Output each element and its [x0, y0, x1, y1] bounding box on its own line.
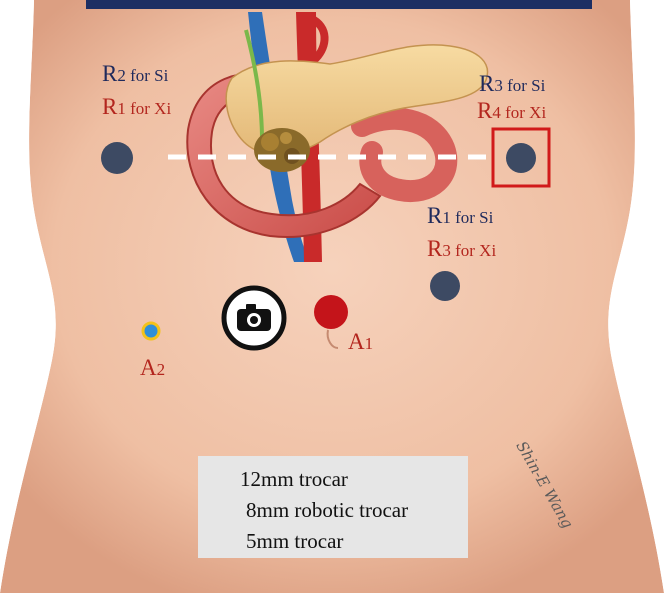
label-prefix: A [348, 329, 365, 354]
label-r3-si: R3 for Si [479, 72, 545, 95]
legend-label: 5mm trocar [246, 529, 343, 554]
label-a1: A1 [348, 330, 373, 353]
trocar-r3-si-r4-xi [506, 143, 536, 173]
label-a2: A2 [140, 356, 165, 379]
label-prefix: A [140, 355, 157, 380]
label-num: 1 [117, 99, 126, 118]
label-suffix: for Si [451, 208, 494, 227]
label-prefix: R [427, 236, 442, 261]
label-num: 1 [442, 208, 451, 227]
label-r3-xi: R3 for Xi [427, 237, 496, 260]
trocar-a2 [143, 323, 159, 339]
label-suffix: for Si [126, 66, 169, 85]
legend-label: 12mm trocar [240, 467, 348, 492]
header-bar [86, 0, 592, 9]
trocar-r2-si-r1-xi [101, 142, 133, 174]
legend-label: 8mm robotic trocar [246, 498, 408, 523]
label-prefix: R [102, 94, 117, 119]
label-r1-xi: R1 for Xi [102, 95, 171, 118]
label-prefix: R [479, 71, 494, 96]
label-num: 2 [117, 66, 126, 85]
legend-item-5mm: 5mm trocar [198, 526, 468, 554]
label-prefix: R [427, 203, 442, 228]
label-suffix: for Xi [451, 241, 496, 260]
label-suffix: for Xi [501, 103, 546, 122]
label-r2-si: R2 for Si [102, 62, 168, 85]
label-num: 1 [365, 334, 374, 353]
legend-item-8mm: 8mm robotic trocar [198, 495, 468, 523]
label-r4-xi: R4 for Xi [477, 99, 546, 122]
trocar-r1-si-r3-xi [430, 271, 460, 301]
legend-item-12mm: 12mm trocar [198, 464, 468, 492]
label-r1-si: R1 for Si [427, 204, 493, 227]
label-suffix: for Xi [126, 99, 171, 118]
camera-port [224, 288, 284, 348]
tumor [254, 128, 310, 172]
label-prefix: R [102, 61, 117, 86]
label-num: 3 [494, 76, 503, 95]
label-num: 4 [492, 103, 501, 122]
label-num: 3 [442, 241, 451, 260]
label-suffix: for Si [503, 76, 546, 95]
label-num: 2 [157, 360, 166, 379]
trocar-a1 [314, 295, 348, 329]
label-prefix: R [477, 98, 492, 123]
